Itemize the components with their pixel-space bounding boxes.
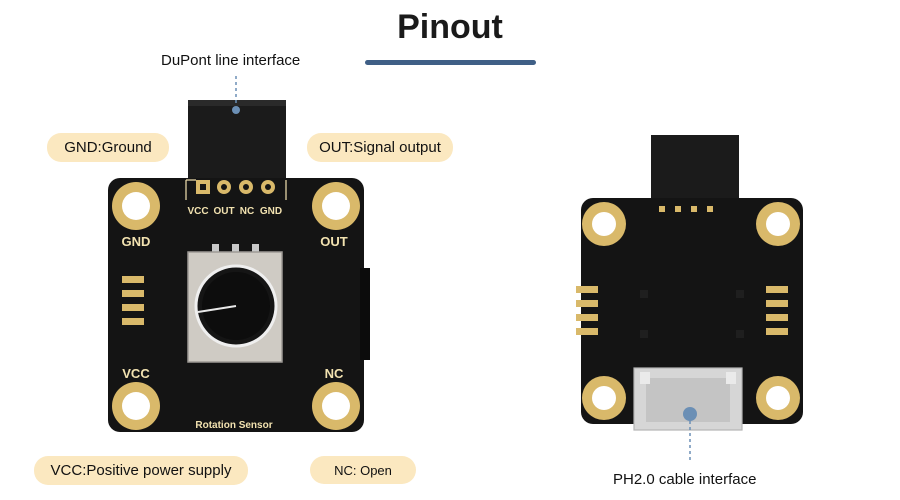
mount-hole-out <box>312 182 360 230</box>
rotation-knob <box>187 244 283 363</box>
corner-label-nc: NC <box>325 366 344 381</box>
dupont-interface-label: DuPont line interface <box>161 52 301 69</box>
dupont-marker <box>232 106 240 114</box>
gnd-label: GND:Ground <box>47 133 169 162</box>
out-label: OUT:Signal output <box>307 133 453 162</box>
nc-label: NC: Open <box>310 456 416 484</box>
pin-label-gnd: GND <box>260 206 282 217</box>
pin-label-out: OUT <box>213 206 234 217</box>
pin-label-nc: NC <box>240 206 254 217</box>
corner-label-out: OUT <box>320 234 348 249</box>
page-title: Pinout <box>397 8 503 46</box>
vcc-label: VCC:Positive power supply <box>34 456 248 485</box>
back-board <box>576 135 803 431</box>
front-board: VCC OUT NC GND GND OUT VCC NC Rotation S… <box>108 100 370 432</box>
edge-pads-left <box>122 276 144 325</box>
mount-hole-vcc <box>112 382 160 430</box>
mount-hole-nc <box>312 382 360 430</box>
corner-label-vcc: VCC <box>122 366 150 381</box>
ph20-interface-label: PH2.0 cable interface <box>613 471 757 488</box>
header-pins <box>196 180 275 194</box>
mount-hole-gnd <box>112 182 160 230</box>
title-underline <box>365 60 536 65</box>
ph20-marker <box>683 407 697 421</box>
board-name: Rotation Sensor <box>195 420 272 431</box>
corner-label-gnd: GND <box>122 234 151 249</box>
pin-label-vcc: VCC <box>187 206 208 217</box>
